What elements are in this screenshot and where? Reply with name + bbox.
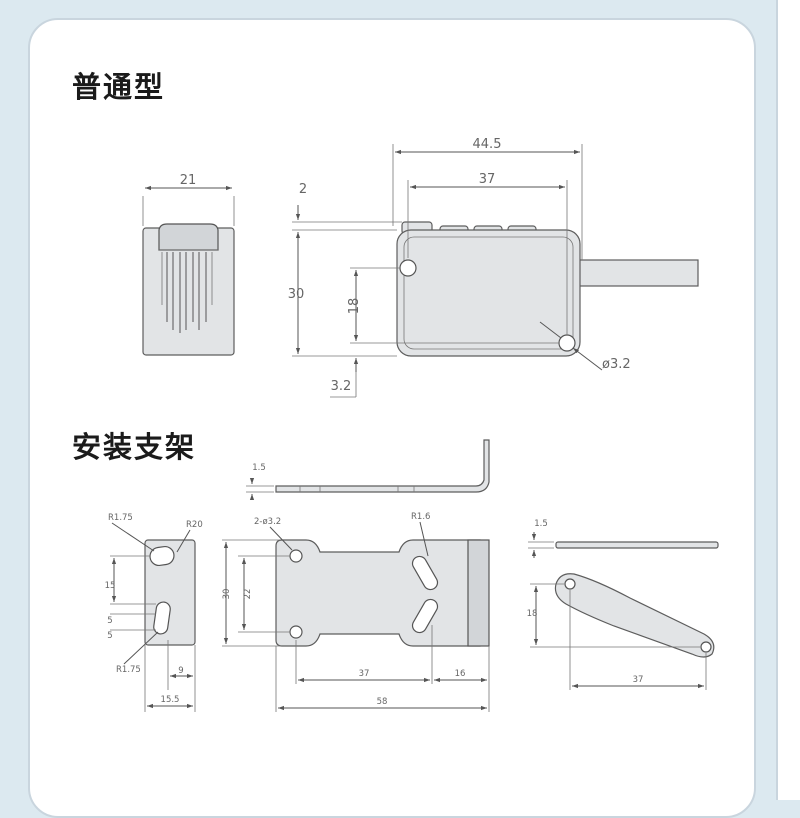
dim-r1-75-top: R1.75 (108, 513, 133, 523)
dim-30: 30 (288, 287, 305, 302)
sensor-pins (161, 252, 213, 333)
bracket-flat-plate (275, 539, 481, 647)
bracket-angled-hole-1 (564, 578, 576, 590)
dim-44-5: 44.5 (473, 137, 502, 152)
sensor-cable (577, 259, 699, 287)
dim-bracket-thickness: 1.5 (252, 463, 266, 473)
dim-18-bracket: 18 (527, 609, 538, 619)
dim-15-5: 15.5 (161, 695, 180, 705)
dim-9: 9 (178, 666, 183, 676)
dim-58: 58 (377, 697, 388, 707)
technical-drawing: 21 44.5 37 2 30 18 (105, 137, 719, 712)
dim-thickness-right: 1.5 (534, 519, 548, 529)
bracket-right-edge-view: 1.5 (528, 519, 719, 558)
bracket-edge-profile (275, 439, 490, 493)
next-card-edge (776, 0, 800, 800)
bracket-edge-view: 1.5 (246, 439, 490, 500)
bracket-hole-bottom (289, 625, 303, 639)
dim-r1-6: R1.6 (411, 512, 430, 522)
dim-5b: 5 (107, 631, 112, 641)
dim-18: 18 (347, 298, 362, 315)
bracket-bent-tab (467, 539, 490, 647)
mount-hole-bottom (558, 334, 576, 352)
dim-15: 15 (105, 581, 116, 591)
sensor-side-cap (158, 223, 219, 251)
dim-37-angled: 37 (633, 675, 644, 685)
bracket-slot-top (149, 545, 175, 567)
bracket-long-slot-bottom (411, 598, 439, 634)
dim-hole-dia: ø3.2 (602, 357, 631, 372)
bracket-right-edge (555, 541, 719, 549)
sensor-front-view: 44.5 37 2 30 18 3.2 ø3.2 (288, 137, 699, 398)
bracket-front-view: 2-ø3.2 R1.6 30 22 37 16 58 (222, 512, 490, 712)
dim-holes: 2-ø3.2 (254, 517, 281, 527)
sensor-side-view: 21 (142, 173, 235, 356)
dim-30-bracket: 30 (222, 589, 232, 600)
standard-type-title: 普通型 (72, 70, 166, 104)
bracket-angled-hole-2 (700, 641, 712, 653)
dim-2: 2 (299, 182, 307, 197)
mount-hole-top (399, 259, 417, 277)
dim-16: 16 (455, 669, 466, 679)
dim-5a: 5 (107, 616, 112, 626)
dim-37-bracket: 37 (359, 669, 370, 679)
bracket-angled-view: 18 37 (527, 573, 715, 690)
bracket-side-view: R1.75 R20 15 5 5 R1.75 9 15.5 (105, 513, 203, 712)
mounting-bracket-title: 安装支架 (72, 430, 197, 464)
dim-r1-75-bottom: R1.75 (116, 665, 141, 675)
dim-3-2: 3.2 (331, 379, 352, 394)
bracket-angled-plate (554, 573, 715, 658)
dim-21: 21 (180, 173, 197, 188)
dim-37: 37 (479, 172, 496, 187)
dim-22: 22 (243, 589, 253, 600)
bracket-slot-bottom (153, 601, 171, 635)
dim-r20: R20 (186, 520, 203, 530)
bracket-hole-top (289, 549, 303, 563)
bracket-long-slot-top (411, 555, 439, 591)
sensor-front-body (396, 229, 581, 357)
